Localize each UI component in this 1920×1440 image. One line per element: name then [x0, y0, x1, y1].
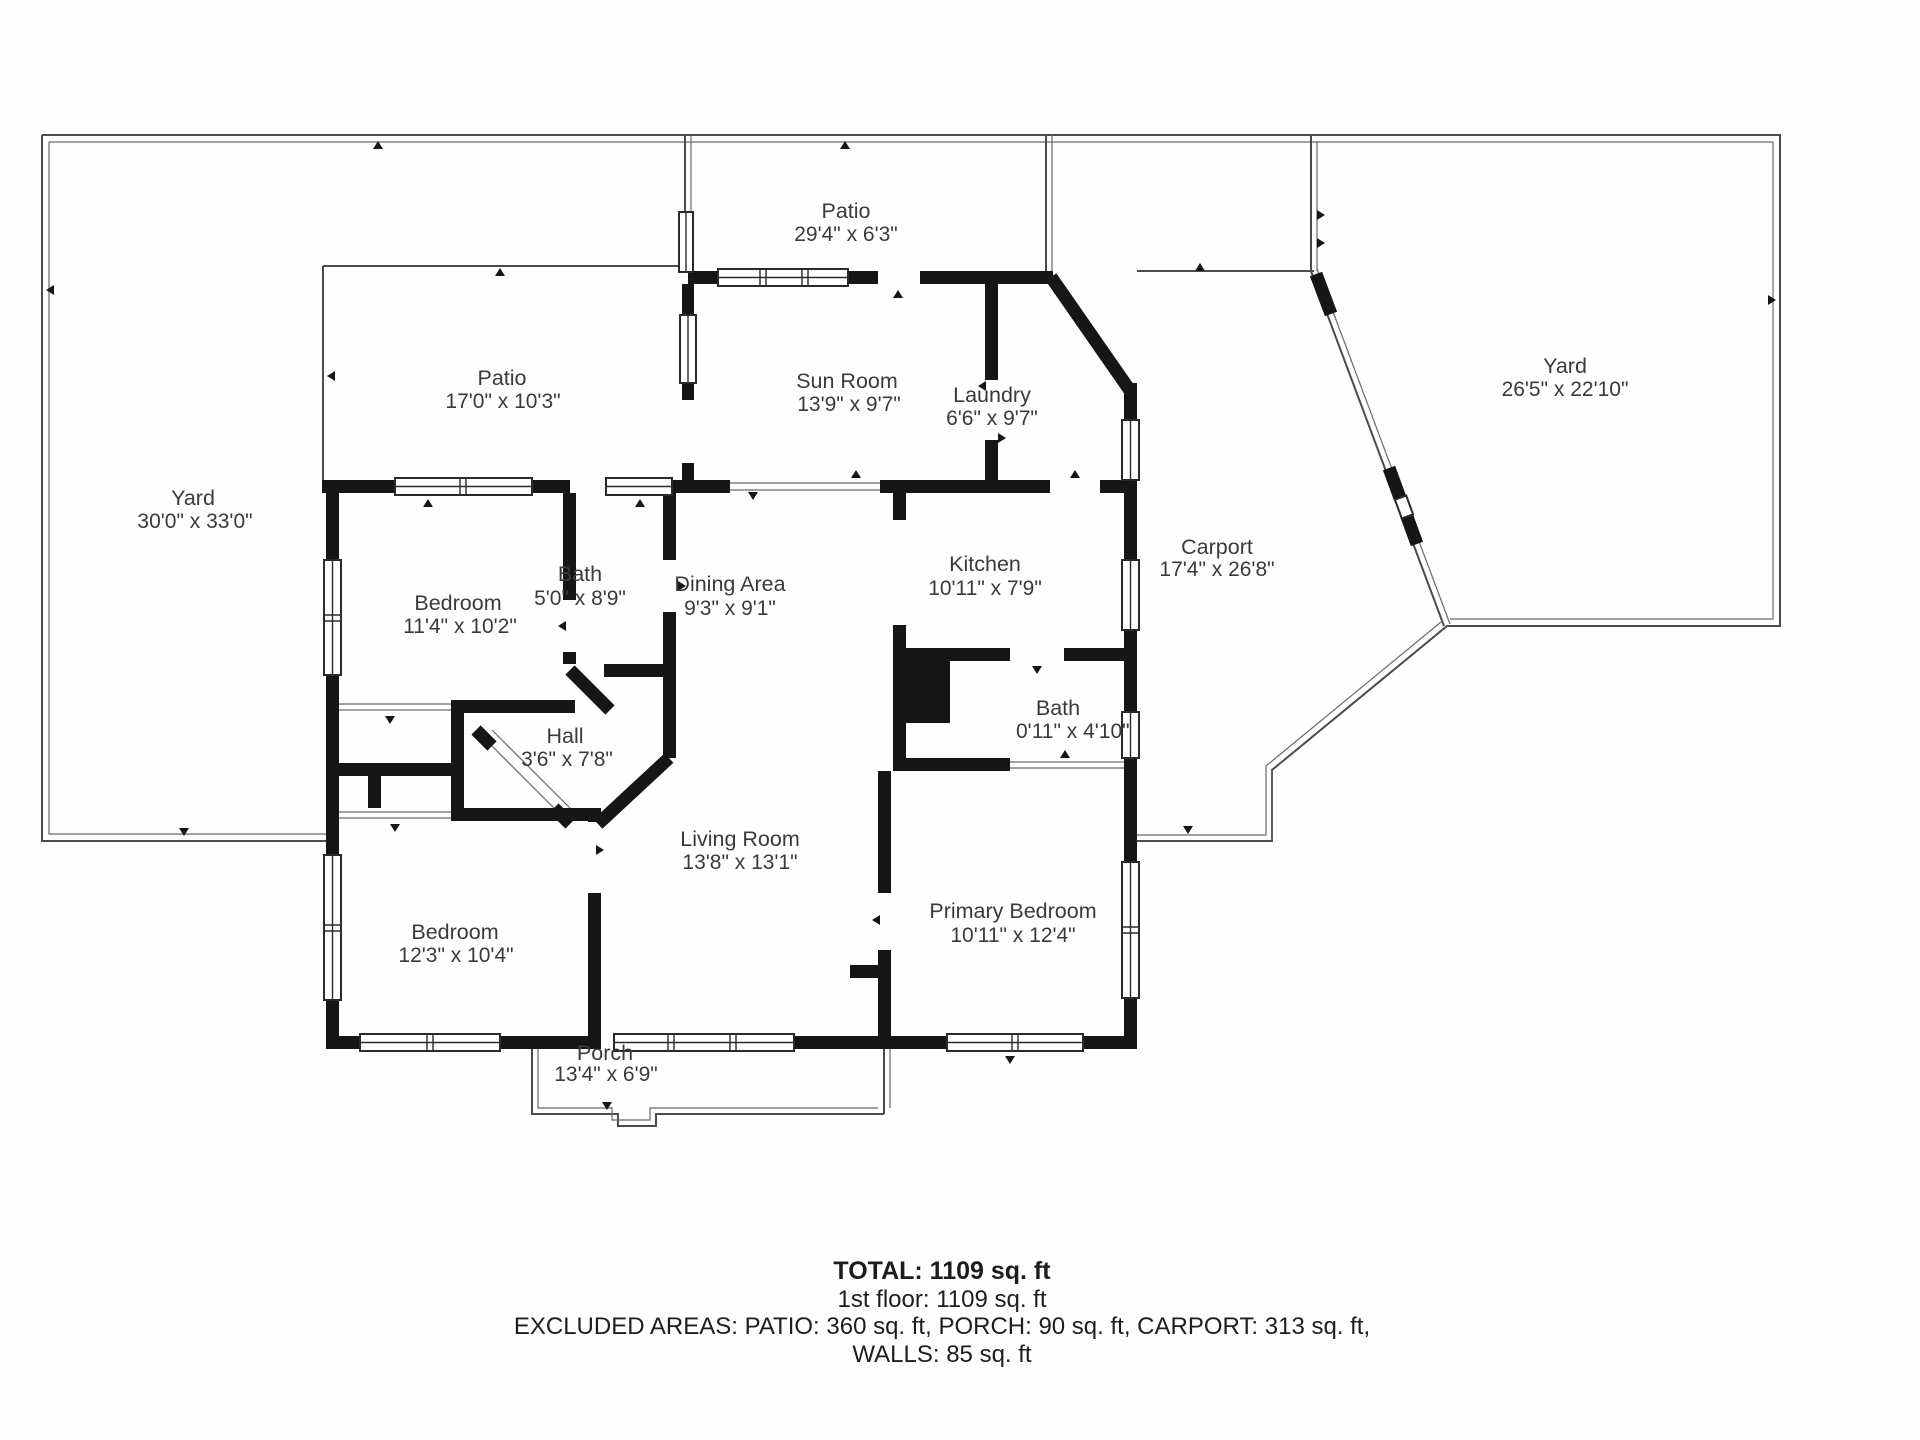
walls [322, 271, 1424, 1049]
room-dims-bath-upper: 5'0" x 8'9" [534, 587, 626, 610]
room-label-yard-left: Yard [171, 486, 215, 510]
room-dims-sun-room: 13'9" x 9'7" [797, 393, 901, 416]
yard-boundary [41, 134, 1781, 842]
room-dims-yard-left: 30'0" x 33'0" [137, 510, 252, 533]
room-labels: Patio 29'4" x 6'3" Yard 26'5" x 22'10" P… [137, 199, 1628, 1086]
summary-excluded-areas: EXCLUDED AREAS: PATIO: 360 sq. ft, PORCH… [513, 1313, 1371, 1340]
room-dims-patio-top: 29'4" x 6'3" [794, 223, 898, 246]
window-symbols [323, 211, 1415, 1052]
room-label-bedroom-lower: Bedroom [411, 920, 498, 944]
room-label-porch: Porch [577, 1041, 633, 1065]
room-label-patio-left: Patio [477, 366, 526, 390]
room-label-patio-top: Patio [821, 199, 870, 223]
room-label-living-room: Living Room [680, 827, 800, 851]
patio-and-carport-lines [322, 135, 1451, 1127]
room-dims-laundry: 6'6" x 9'7" [946, 407, 1038, 430]
room-label-hall: Hall [546, 724, 583, 748]
room-dims-primary-bedroom: 10'11" x 12'4" [950, 924, 1075, 947]
direction-arrow-icons [46, 141, 1776, 1110]
room-label-dining-area: Dining Area [674, 572, 785, 596]
area-summary: TOTAL: 1109 sq. ft 1st floor: 1109 sq. f… [0, 1257, 1884, 1368]
room-dims-dining-area: 9'3" x 9'1" [684, 597, 776, 620]
room-dims-hall: 3'6" x 7'8" [521, 748, 613, 771]
room-label-bath-lower: Bath [1036, 696, 1080, 720]
room-dims-patio-left: 17'0" x 10'3" [445, 390, 560, 413]
room-label-primary-bedroom: Primary Bedroom [929, 899, 1096, 923]
room-dims-porch: 13'4" x 6'9" [554, 1063, 658, 1086]
room-label-bedroom-upper: Bedroom [414, 591, 501, 615]
room-dims-bedroom-lower: 12'3" x 10'4" [398, 944, 513, 967]
room-dims-living-room: 13'8" x 13'1" [682, 851, 797, 874]
room-label-yard-right: Yard [1543, 354, 1587, 378]
summary-walls: WALLS: 85 sq. ft [852, 1340, 1032, 1368]
room-label-carport: Carport [1181, 535, 1253, 559]
room-label-kitchen: Kitchen [949, 552, 1021, 576]
room-dims-kitchen: 10'11" x 7'9" [928, 577, 1042, 600]
room-label-bath-upper: Bath [558, 562, 602, 586]
room-dims-bath-lower: 0'11" x 4'10" [1016, 720, 1130, 743]
room-dims-carport: 17'4" x 26'8" [1159, 558, 1274, 581]
room-dims-yard-right: 26'5" x 22'10" [1502, 378, 1629, 401]
room-dims-bedroom-upper: 11'4" x 10'2" [403, 615, 517, 638]
summary-first-floor: 1st floor: 1109 sq. ft [837, 1285, 1047, 1313]
room-label-sun-room: Sun Room [796, 369, 898, 393]
room-label-laundry: Laundry [953, 383, 1031, 407]
summary-total: TOTAL: 1109 sq. ft [833, 1257, 1051, 1285]
